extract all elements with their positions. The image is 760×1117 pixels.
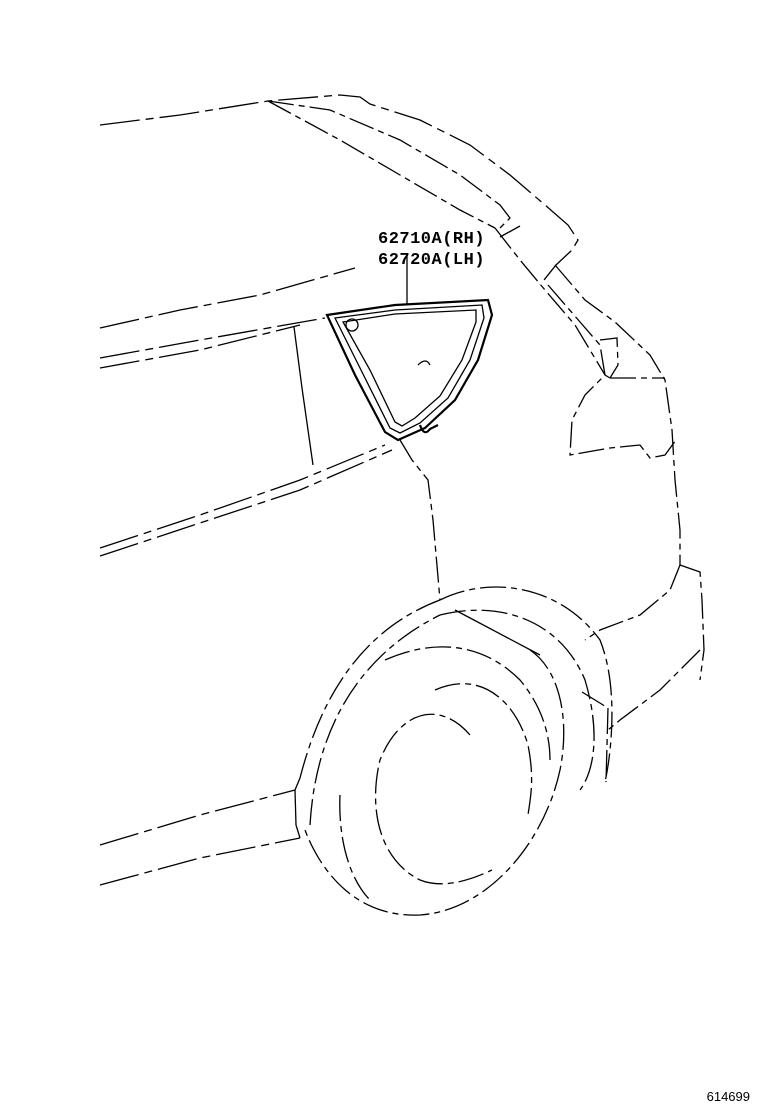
roof-spoiler-outline [99,94,579,286]
rocker-lines [99,777,301,886]
quarter-window-glass [325,225,521,442]
callout-label-lh: 62720A(LH) [378,251,486,270]
callout-label-rh: 62710A(RH) [378,230,486,249]
figure-id: 614699 [706,1089,750,1104]
tire [304,609,565,916]
wheel-arch [299,586,613,826]
side-body-lines [99,267,441,601]
rear-bumper-outline [584,564,705,731]
rear-pillar-outline [494,227,681,565]
